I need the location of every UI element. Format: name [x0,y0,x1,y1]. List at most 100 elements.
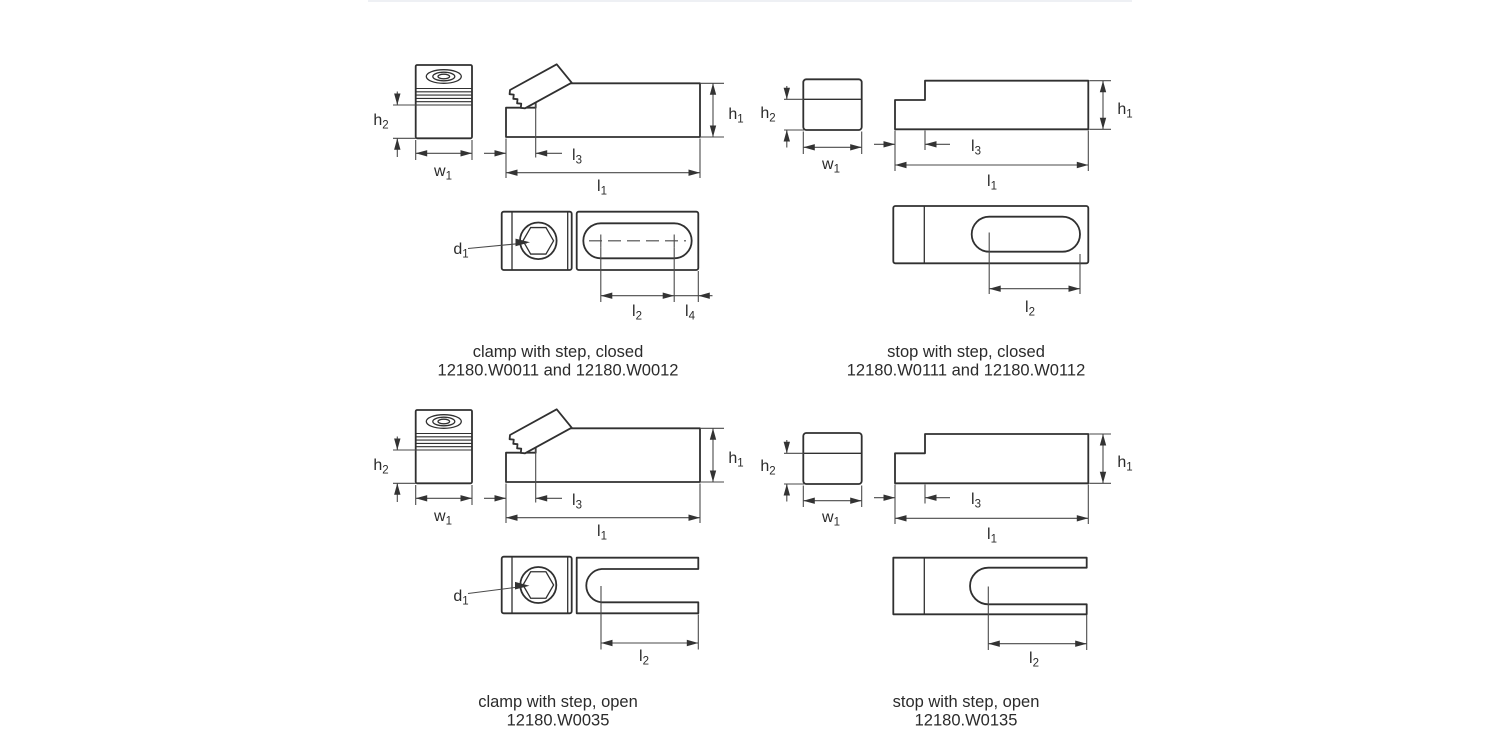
screw-head-socket [437,418,451,425]
dim-label-w1: w1 [433,508,452,528]
spring-coils [415,432,472,451]
figure-caption-line2: 12180.W0011 and 12180.W0012 [438,362,679,380]
dim-w1-stop-closed: w1 [802,131,863,176]
stop-open-top-view [892,556,1088,616]
dim-label-h2: h2 [760,105,775,125]
dim-h2-clamp-open: h2 [373,436,417,502]
dim-label-d1: d1 [453,241,468,261]
head-edge-lines [511,211,569,270]
clamp-closed-front-view [414,64,473,140]
front-view-body [802,78,863,131]
dim-label-w1: w1 [821,509,840,529]
open-fork-body [892,556,1088,616]
dim-w1-clamp-closed: w1 [415,140,473,183]
figure-caption-line1: clamp with step, closed [473,343,644,361]
dim-l2-l4-clamp-closed: l2 l4 [600,247,713,323]
slot-center-ticks [600,234,675,248]
hex-socket [522,226,555,255]
stop-closed-front-view [802,78,863,131]
dim-label-l2: l2 [632,303,642,323]
clamp-closed-side-view [505,63,701,158]
dim-label-l4: l4 [685,303,696,323]
top-view-head [500,555,573,615]
clamping-screw [508,408,573,455]
figure-stop-open: h2 w1 l3 l1 h1 l2 stop with step, open [760,432,1133,730]
dim-label-h1: h1 [1117,101,1132,121]
dim-h1-clamp-open: h1 [701,427,744,483]
dim-l1-clamp-open: l1 [505,483,701,543]
dim-h2-stop-open: h2 [760,440,804,502]
figure-caption-line1: stop with step, closed [887,343,1045,361]
dim-label-h1: h1 [728,450,743,470]
clamp-open-top-view [500,555,700,615]
dim-label-l2: l2 [639,648,649,668]
top-view-head [500,210,573,271]
dim-label-l1: l1 [987,526,997,546]
dim-h1-clamp-closed: h1 [701,82,744,138]
stop-closed-top-view [892,205,1090,265]
screw-head-socket [437,73,451,80]
dim-label-h2: h2 [373,457,388,477]
figure-caption-line2: 12180.W0135 [915,712,1018,730]
dim-d1-clamp-closed: d1 [453,238,530,261]
clamp-open-side-view [505,408,701,503]
dim-label-l1: l1 [597,523,607,543]
side-view-body [505,82,701,138]
figure-clamp-open: h2 w1 l3 l1 h1 d1 l2 [373,408,744,730]
clamping-screw [508,63,573,110]
dim-l2-stop-open: l2 [987,586,1088,670]
top-view-body [892,205,1090,265]
figure-caption-line1: stop with step, open [893,693,1040,711]
dim-label-l3: l3 [572,147,582,167]
figure-stop-closed: h2 w1 l3 l1 h1 l2 stop with step, closed [760,78,1133,380]
dim-label-l3: l3 [971,491,981,511]
dim-label-w1: w1 [821,156,840,176]
screw-head-ellipse-mid [432,71,456,82]
screw-head-ellipse-mid [432,416,456,427]
figure-clamp-closed: h2 w1 l3 l1 h1 d1 l2 [373,63,744,380]
dim-label-h1: h1 [728,106,743,126]
dim-l3-clamp-closed: l3 [484,147,582,167]
side-view-body [894,79,1090,131]
hex-socket [522,571,555,599]
figure-caption-line2: 12180.W0035 [507,712,610,730]
dim-h1-stop-open: h1 [1089,433,1133,484]
dim-w1-clamp-open: w1 [415,485,473,528]
dim-label-l1: l1 [597,178,607,198]
dim-l3-clamp-open: l3 [484,492,582,512]
clamp-closed-top-view [500,210,700,271]
dim-h2-clamp-closed: h2 [373,91,417,157]
dim-label-h2: h2 [760,458,775,478]
dim-l3-stop-open: l3 [874,484,981,511]
dim-l1-stop-closed: l1 [894,130,1089,193]
spring-coils [415,87,472,106]
stop-open-side-view [894,433,1090,485]
dim-l2-clamp-open: l2 [600,586,699,668]
dim-label-l1: l1 [987,173,997,193]
dim-h1-stop-closed: h1 [1089,80,1133,130]
side-view-body [505,427,701,483]
top-border [368,0,1132,2]
dim-l3-stop-closed: l3 [874,130,981,158]
figure-caption-line2: 12180.W0111 and 12180.W0112 [847,362,1086,380]
dim-label-d1: d1 [453,588,468,608]
dim-h2-stop-closed: h2 [760,86,804,148]
dim-label-l3: l3 [971,138,981,158]
dim-d1-clamp-open: d1 [453,581,530,608]
dim-l1-clamp-closed: l1 [505,138,701,198]
open-fork [575,556,700,615]
head-edge-lines [511,556,569,614]
dim-label-h2: h2 [373,112,388,132]
screw-head-ellipse-outer [425,69,462,84]
dim-l1-stop-open: l1 [894,484,1089,546]
dim-label-l3: l3 [572,492,582,512]
dim-label-h1: h1 [1117,454,1132,474]
dim-l2-stop-closed: l2 [988,232,1081,319]
closed-slot [970,215,1081,253]
front-view-body [802,432,863,485]
dim-w1-stop-open: w1 [802,485,863,529]
clamp-open-front-view [414,409,473,485]
dim-label-l2: l2 [1025,299,1035,319]
